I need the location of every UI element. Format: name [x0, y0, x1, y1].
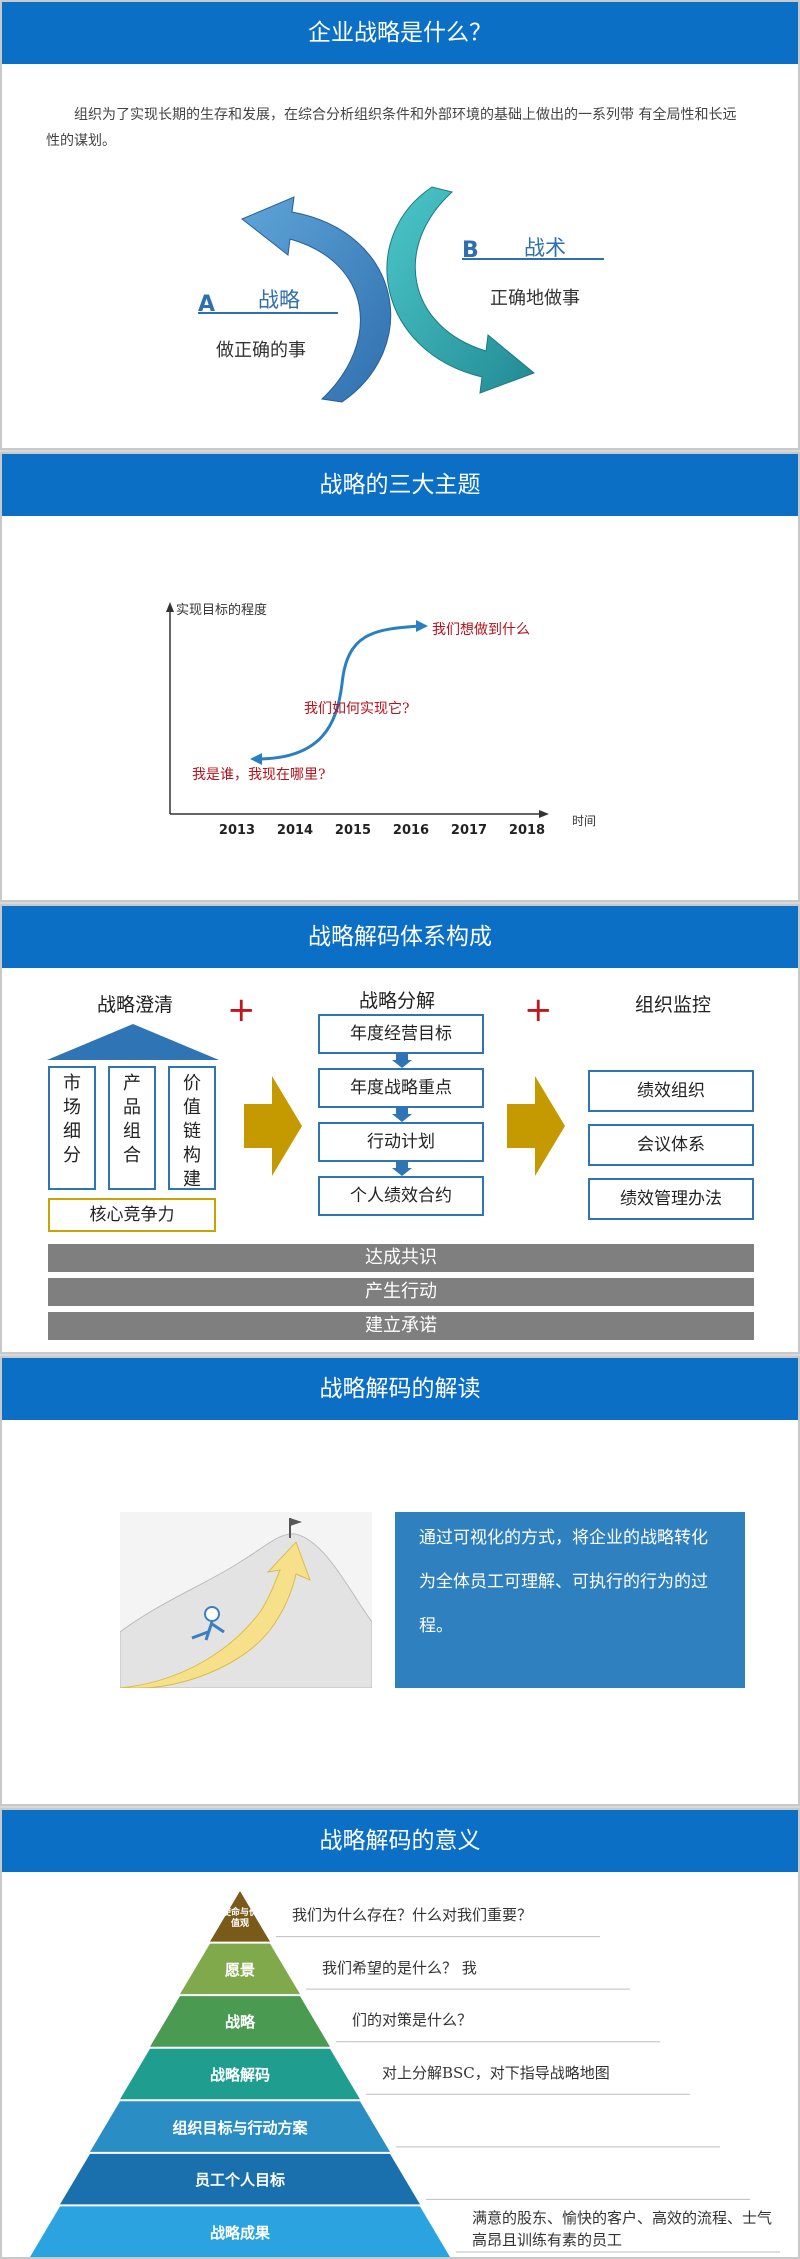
interpretation-textbox: 通过可视化的方式，将企业的战略转化为全体员工可理解、可执行的行为的过程。: [395, 1512, 745, 1688]
label-a-letter: A: [198, 292, 216, 317]
slide-decoding-significance: 战略解码的意义 使命与价值观 我们为什么存在？什么对我们重要？ 愿景 我们希望的是什么…: [0, 1808, 800, 2259]
down-connectors: [392, 1054, 412, 1176]
slide-title: 战略解码的意义: [2, 1810, 798, 1872]
pyramid-level-description: 对上分解BSC，对下指导战略地图: [382, 2064, 610, 2082]
col1-core: 核心竞争力: [48, 1198, 216, 1232]
slide-decoding-interpretation: 战略解码的解读 通过可视化的方式，将企业的战略转化为全体员工可理解、可执行的行为…: [0, 1356, 800, 1806]
trend-curve: [256, 624, 421, 761]
pyramid-level-description: 我们希望的是什么？ 我: [322, 1958, 477, 1977]
pyramid-level-label: 战略成果: [209, 2223, 270, 2242]
x-axis-arrow: [539, 810, 549, 818]
label-b-letter: B: [462, 238, 479, 263]
col3-title: 组织监控: [634, 994, 711, 1016]
label-a-underline: [198, 312, 338, 314]
pyramid-level-label: 愿景: [224, 1960, 255, 1979]
slide-title: 企业战略是什么？: [2, 2, 798, 64]
roof-shape: [47, 1024, 219, 1060]
pyramid-level: [120, 2048, 360, 2100]
bar-commitment: 建立承诺: [48, 1312, 754, 1340]
x-tick-label: 2013: [219, 823, 255, 838]
x-tick-label: 2018: [509, 823, 545, 838]
slide-decoding-system: 战略解码体系构成 战略澄清 市场细分 产品组合 价值链构建 核心竞争力 + 战略…: [0, 904, 800, 1354]
pyramid-level-description: 们的对策是什么？: [352, 2011, 473, 2030]
growth-chart: 2013 2014 2015 2016 2017 2018: [166, 602, 549, 838]
x-axis-label: 时间: [572, 814, 597, 828]
intro-paragraph: 组织为了实现长期的生存和发展，在综合分析组织条件和外部环境的基础上做出的一系列带…: [46, 107, 737, 149]
label-b-desc: 正确地做事: [490, 288, 580, 309]
bar-consensus: 达成共识: [48, 1244, 754, 1272]
col3-item-perf-org: 绩效组织: [588, 1070, 754, 1112]
slide-title: 战略的三大主题: [2, 454, 798, 516]
pyramid-level: [90, 2101, 390, 2152]
annotation-how: 我们如何实现它?: [304, 701, 410, 717]
x-tick-label: 2016: [393, 823, 429, 838]
pyramid-level: [150, 1996, 330, 2047]
gold-arrow-2: [507, 1076, 565, 1176]
x-tick-label: 2015: [335, 823, 371, 838]
y-axis-arrow: [166, 602, 174, 612]
pyramid-level-description: 我们为什么存在？什么对我们重要？: [292, 1906, 533, 1925]
plus-sign-2: +: [524, 990, 553, 1030]
col2-item-annual-focus: 年度战略重点: [318, 1068, 484, 1108]
col2-item-annual-goal: 年度经营目标: [318, 1014, 484, 1054]
label-b-underline: [462, 258, 604, 260]
col1-item-market: 市场细分: [48, 1066, 96, 1190]
curved-arrows-graphic: [241, 186, 535, 403]
right-curved-arrow: [386, 186, 535, 394]
slide-title: 战略解码的解读: [2, 1358, 798, 1420]
col2-title: 战略分解: [358, 990, 435, 1012]
pyramid-level-description: 满意的股东、愉快的客户、高效的流程、士气高昂且训练有素的员工: [472, 2209, 773, 2250]
mountain-illustration: [120, 1512, 372, 1688]
x-tick-label: 2014: [277, 823, 313, 838]
slide-three-themes: 战略的三大主题 2013 2014 2015 2016 2017 2018 实现目标的程度…: [0, 452, 800, 902]
annotation-goal: 我们想做到什么: [432, 622, 530, 638]
label-b-title: 战术: [524, 236, 566, 260]
col3-item-perf-rules: 绩效管理办法: [588, 1178, 754, 1220]
plus-sign-1: +: [227, 990, 256, 1030]
col2-item-personal-contract: 个人绩效合约: [318, 1176, 484, 1216]
pyramid-level: [30, 2206, 450, 2257]
curve-arrow-start: [250, 753, 262, 765]
slide-title: 战略解码体系构成: [2, 906, 798, 968]
left-curved-arrow: [241, 196, 392, 403]
pyramid-level-label: 使命与价值观: [221, 1908, 258, 1929]
pyramid-level-label: 员工个人目标: [194, 2171, 285, 2190]
col1-title: 战略澄清: [96, 994, 173, 1016]
annotation-where: 我是谁，我现在哪里?: [192, 767, 326, 783]
pyramid-level: [60, 2153, 420, 2205]
col3-item-meeting: 会议体系: [588, 1124, 754, 1166]
gold-arrow-1: [244, 1076, 302, 1176]
pyramid-level: [180, 1943, 300, 1995]
bar-action: 产生行动: [48, 1278, 754, 1306]
pyramid-level-label: 组织目标与行动方案: [172, 2118, 308, 2137]
pyramid-diagram: [30, 1891, 780, 2257]
pyramid-level: [210, 1891, 270, 1942]
col1-item-valuechain: 价值链构建: [168, 1066, 216, 1190]
curve-arrow-end: [416, 620, 428, 632]
x-tick-label: 2017: [451, 823, 487, 838]
pyramid-level-label: 战略: [224, 2013, 255, 2032]
col1-item-product: 产品组合: [108, 1066, 156, 1190]
label-a-desc: 做正确的事: [216, 340, 306, 361]
slide-strategy-definition: 企业战略是什么？ 组织为了实现长期的生存和发展，在综合分析组织条件和外部环境的基…: [0, 0, 800, 450]
y-axis-label: 实现目标的程度: [176, 603, 268, 618]
label-a-title: 战略: [258, 288, 300, 312]
col2-item-action-plan: 行动计划: [318, 1122, 484, 1162]
pyramid-level-label: 战略解码: [209, 2066, 270, 2084]
